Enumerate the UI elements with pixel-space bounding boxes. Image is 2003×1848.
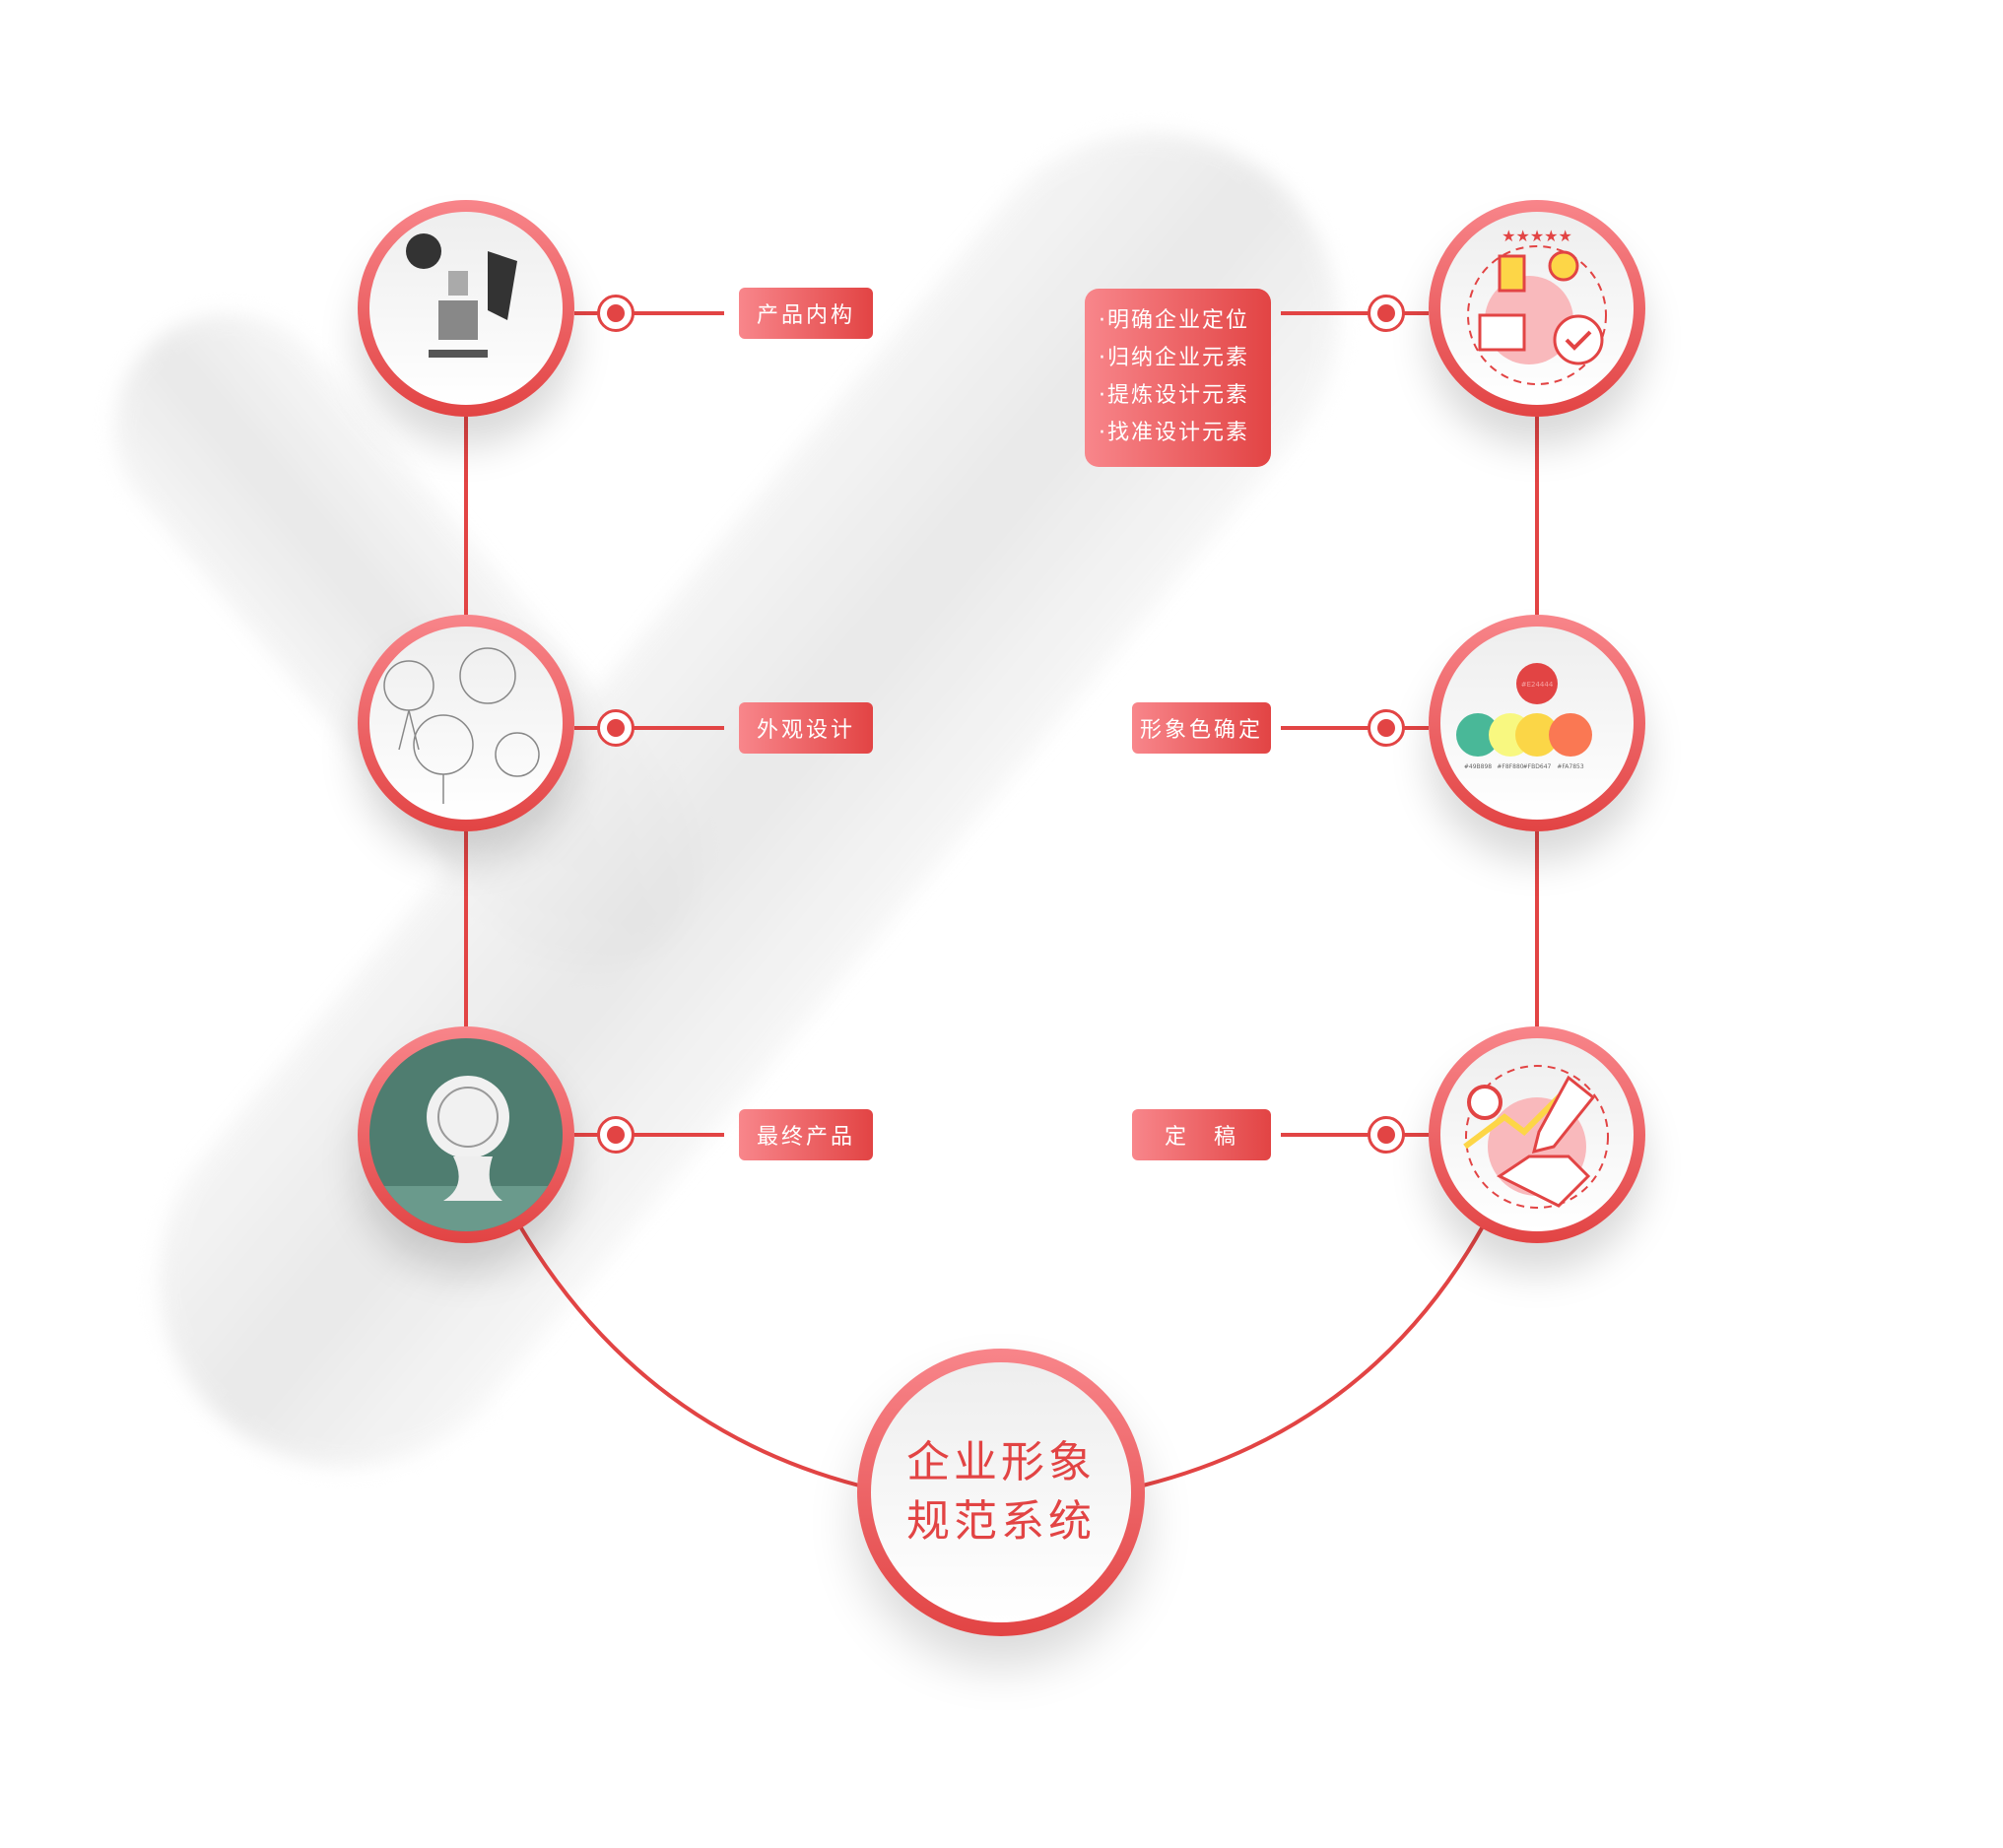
svg-text:#FA7853: #FA7853 (1557, 763, 1583, 770)
desk-fan-photo-icon (369, 1076, 563, 1231)
svg-text:#F8F880: #F8F880 (1497, 763, 1523, 770)
marker-dot (597, 295, 634, 332)
node-brand-color: #E24444 #49B898 #F8F880 #FBD647 #FA7853 (1429, 615, 1645, 831)
color-palette-icon: #E24444 #49B898 #F8F880 #FBD647 #FA7853 (1456, 663, 1592, 770)
marker-dot (1368, 709, 1405, 747)
svg-text:#FBD647: #FBD647 (1523, 763, 1552, 770)
handshake-growth-icon (1463, 1065, 1609, 1209)
node-final-product (358, 1026, 574, 1243)
swatch-3 (1515, 713, 1559, 757)
node-brand-positioning: ★★★★★ (1429, 200, 1645, 417)
label-final-product: 最终产品 (739, 1109, 873, 1160)
svg-text:#49B898: #49B898 (1464, 763, 1492, 770)
list-item: ·提炼设计元素 (1099, 383, 1249, 408)
node-product-structure (358, 200, 574, 417)
label-finalize: 定 稿 (1132, 1109, 1271, 1160)
center-title-line2: 规范系统 (906, 1496, 1096, 1547)
brand-positioning-icon: ★★★★★ (1467, 227, 1607, 385)
svg-text:#E24444: #E24444 (1521, 681, 1554, 689)
list-item: ·归纳企业元素 (1099, 346, 1249, 370)
marker-dot (1368, 295, 1405, 332)
node-finalize (1429, 1026, 1645, 1243)
marker-dot (597, 709, 634, 747)
marker-dot (1368, 1116, 1405, 1154)
list-item: ·找准设计元素 (1099, 421, 1249, 445)
brand-positioning-list: ·明确企业定位 ·归纳企业元素 ·提炼设计元素 ·找准设计元素 (1085, 289, 1271, 467)
center-node: 企业形象 规范系统 (857, 1349, 1145, 1636)
swatch-primary (1516, 663, 1558, 704)
marker-dot (597, 1116, 634, 1154)
list-item: ·明确企业定位 (1099, 308, 1249, 333)
label-brand-color: 形象色确定 (1132, 702, 1271, 754)
label-product-structure: 产品内构 (739, 288, 873, 339)
fan-sketch-icon (383, 647, 540, 804)
label-appearance-design: 外观设计 (739, 702, 873, 754)
node-appearance-design (358, 615, 574, 831)
svg-text:★★★★★: ★★★★★ (1502, 227, 1572, 245)
swatch-4 (1549, 713, 1592, 757)
center-title-line1: 企业形象 (906, 1437, 1096, 1487)
exploded-product-icon (406, 233, 517, 358)
swatch-1 (1456, 713, 1500, 757)
